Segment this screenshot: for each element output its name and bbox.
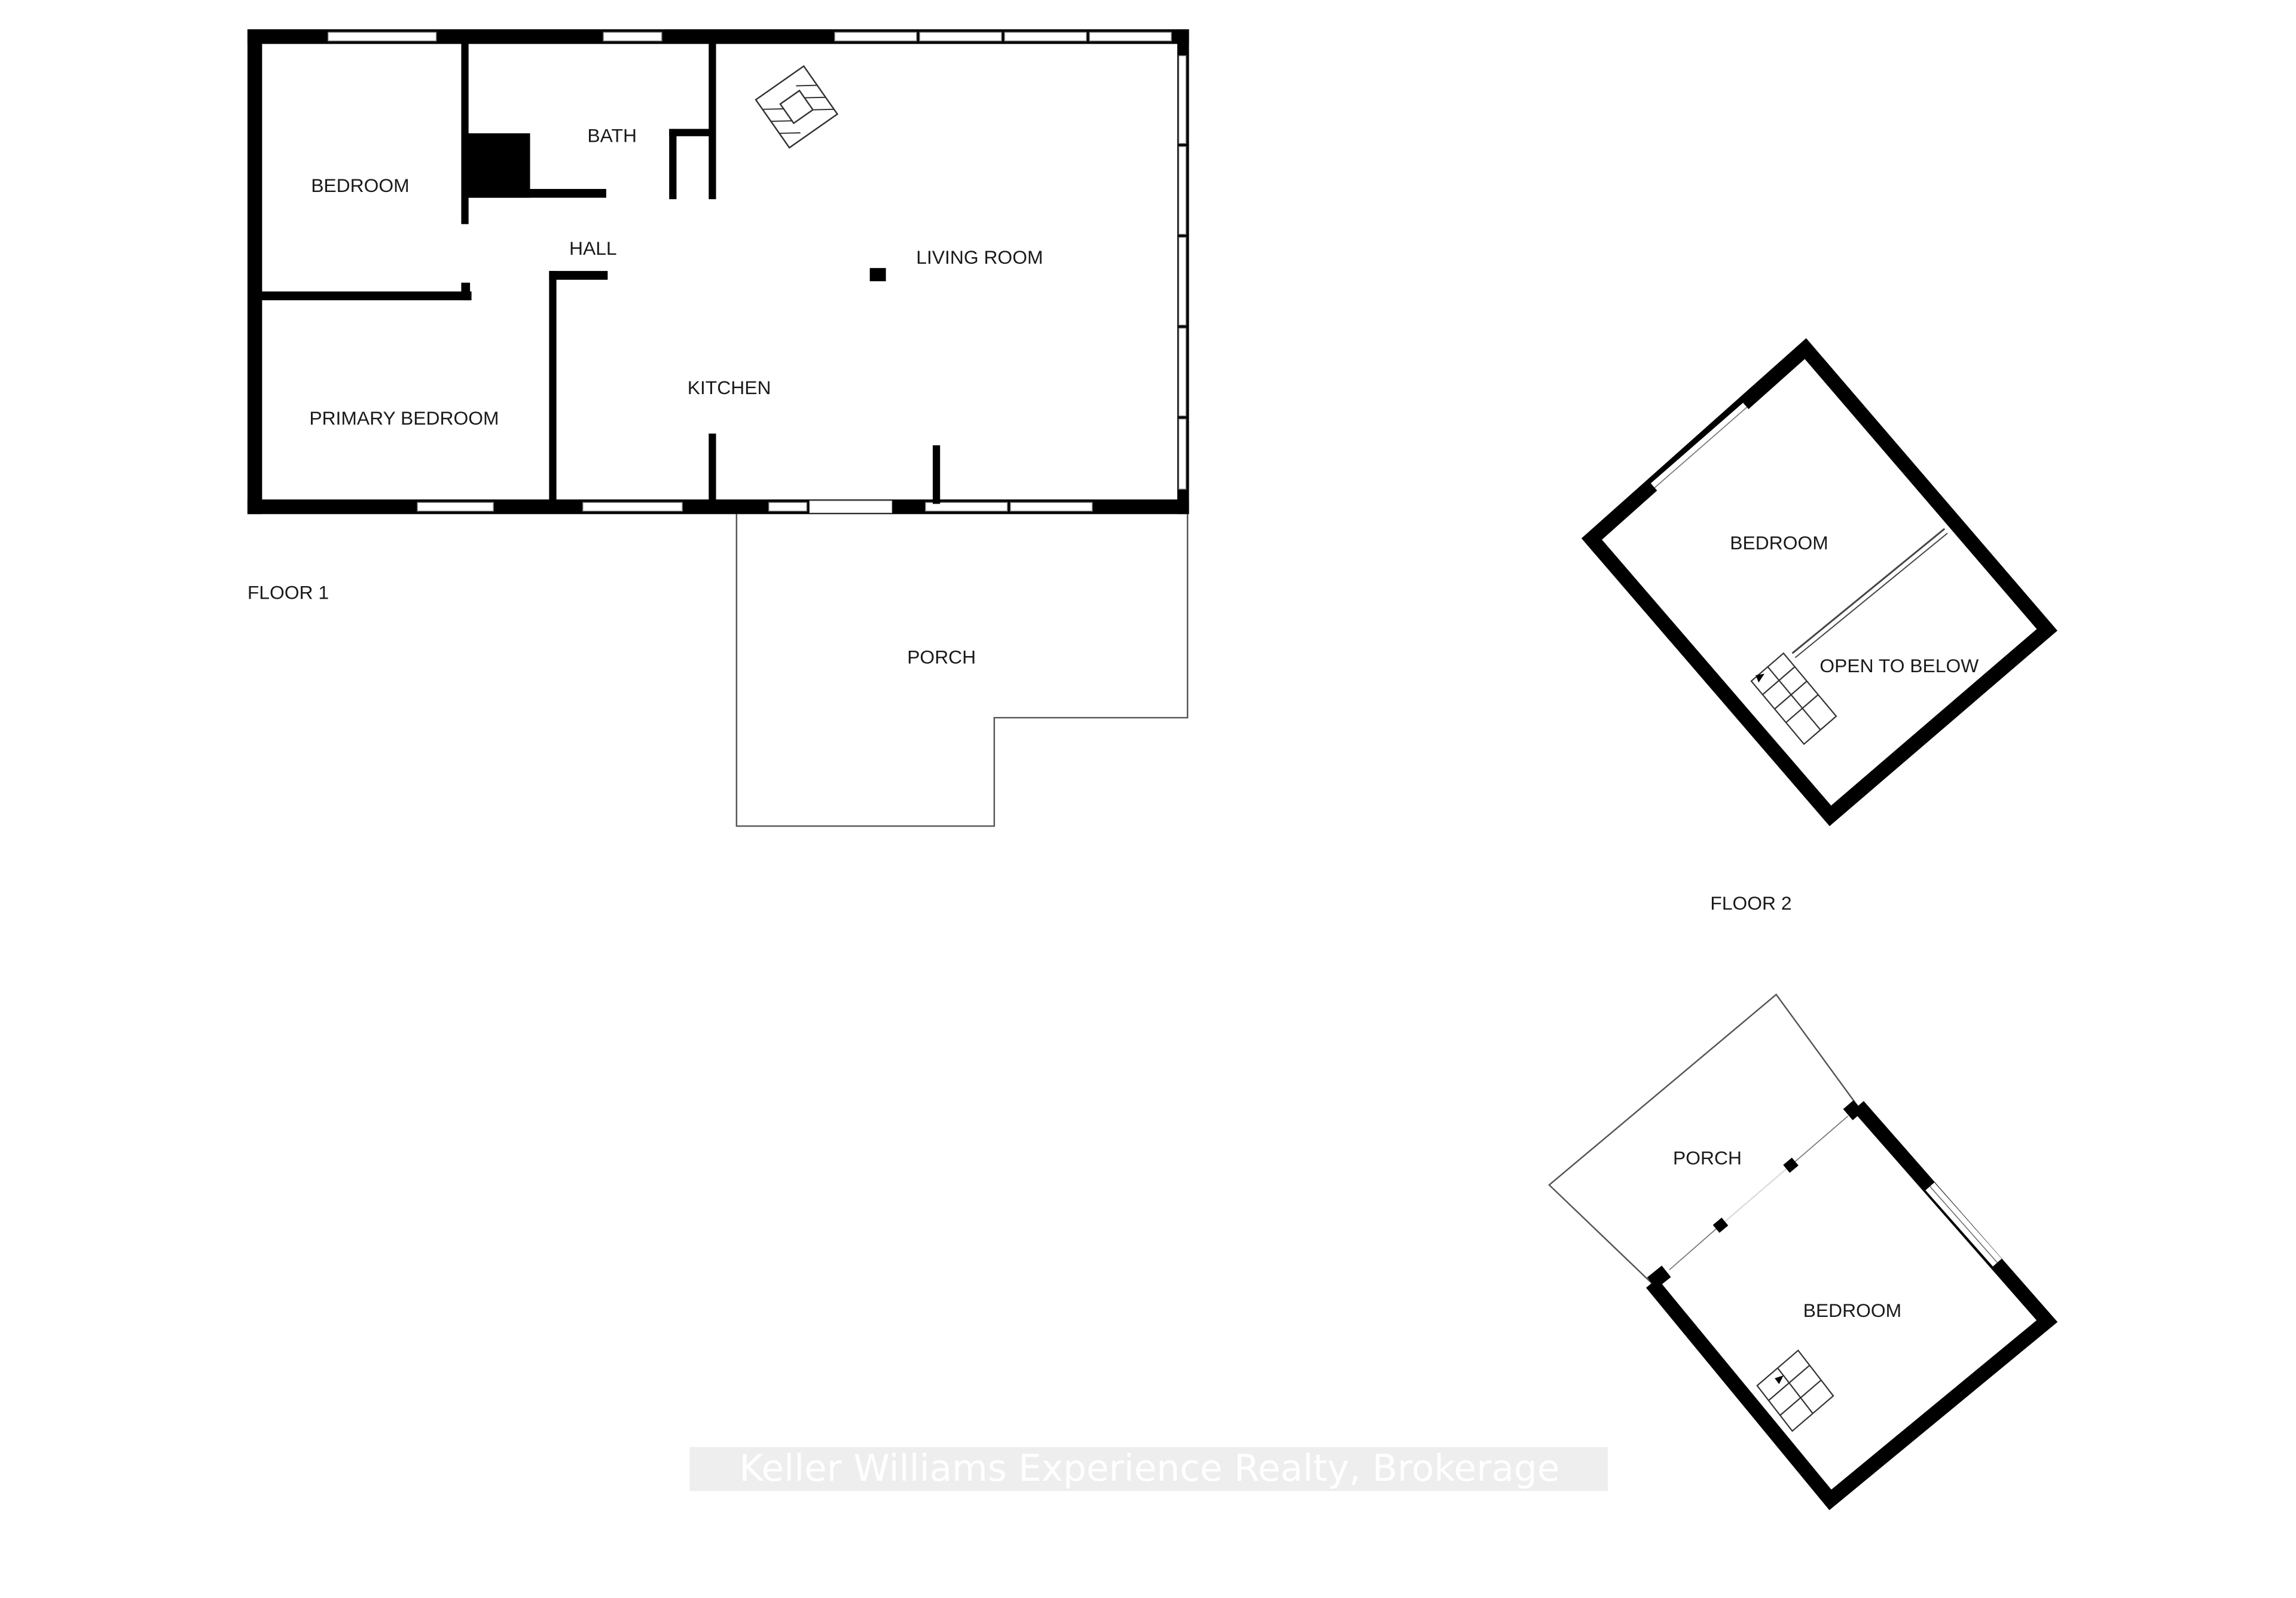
wall [256, 291, 472, 301]
door [1724, 1168, 1787, 1222]
window [925, 502, 1008, 512]
column [869, 268, 886, 282]
stairs-icon [1756, 1349, 1834, 1432]
wall [1647, 1265, 1671, 1289]
room-label-bedroom: BEDROOM [311, 175, 409, 196]
wall [247, 29, 262, 514]
window [1178, 237, 1187, 326]
window [1004, 32, 1087, 42]
floor-1-plan: BEDROOM BATH HALL LIVING ROOM KITCHEN PR… [247, 29, 1189, 827]
floor-2-outer-wall [1581, 338, 2057, 827]
window [768, 502, 808, 512]
window [1010, 502, 1093, 512]
stairs-icon [1750, 652, 1837, 745]
wall [465, 188, 606, 198]
window [1178, 327, 1187, 417]
window [603, 32, 662, 42]
wall [709, 433, 716, 504]
window [1178, 418, 1187, 490]
room-label-primary-bedroom: PRIMARY BEDROOM [309, 407, 499, 429]
railing [1791, 527, 1946, 654]
room-label-hall: HALL [569, 237, 617, 259]
wall [461, 282, 471, 301]
window [582, 502, 683, 512]
room-label-bedroom: BEDROOM [1730, 532, 1828, 553]
room-label-porch: PORCH [1673, 1147, 1742, 1169]
wall [933, 445, 941, 504]
wall [1783, 1157, 1799, 1173]
window [327, 32, 437, 42]
window [1669, 1228, 1717, 1271]
watermark-text: Keller Williams Experience Realty, Broke… [739, 1447, 1559, 1490]
window [1089, 32, 1172, 42]
railing [1794, 532, 1948, 658]
room-label-porch: PORCH [907, 646, 976, 667]
room-label-bath: BATH [587, 125, 637, 147]
wall [669, 129, 677, 200]
wall [669, 129, 713, 136]
bath-tub-block [465, 133, 530, 198]
window [1178, 146, 1187, 235]
wall [709, 41, 716, 200]
room-label-living-room: LIVING ROOM [916, 246, 1043, 268]
wall [549, 271, 557, 505]
floor-3-plan: PORCH BEDROOM [1548, 993, 2058, 1511]
room-label-open-to-below: OPEN TO BELOW [1819, 655, 1979, 676]
porch-outline [735, 514, 1189, 827]
window [834, 32, 917, 42]
window [1794, 1115, 1849, 1162]
front-door [809, 500, 893, 513]
window [1929, 1186, 1998, 1263]
floor-2-label: FLOOR 2 [1710, 892, 1791, 914]
room-label-bedroom: BEDROOM [1803, 1300, 1901, 1321]
window [1178, 55, 1187, 144]
window [1654, 407, 1748, 489]
wall [1712, 1217, 1729, 1233]
wall [1843, 1100, 1863, 1121]
watermark: Keller Williams Experience Realty, Broke… [689, 1447, 1608, 1492]
porch-outline [1548, 993, 1861, 1285]
fireplace-icon [755, 65, 839, 149]
room-label-kitchen: KITCHEN [688, 377, 771, 398]
floor-2-plan: BEDROOM OPEN TO BELOW FLOOR 2 [1581, 338, 2057, 914]
window [417, 502, 494, 512]
floor-1-label: FLOOR 1 [248, 582, 329, 603]
window [919, 32, 1002, 42]
wall [549, 271, 608, 280]
